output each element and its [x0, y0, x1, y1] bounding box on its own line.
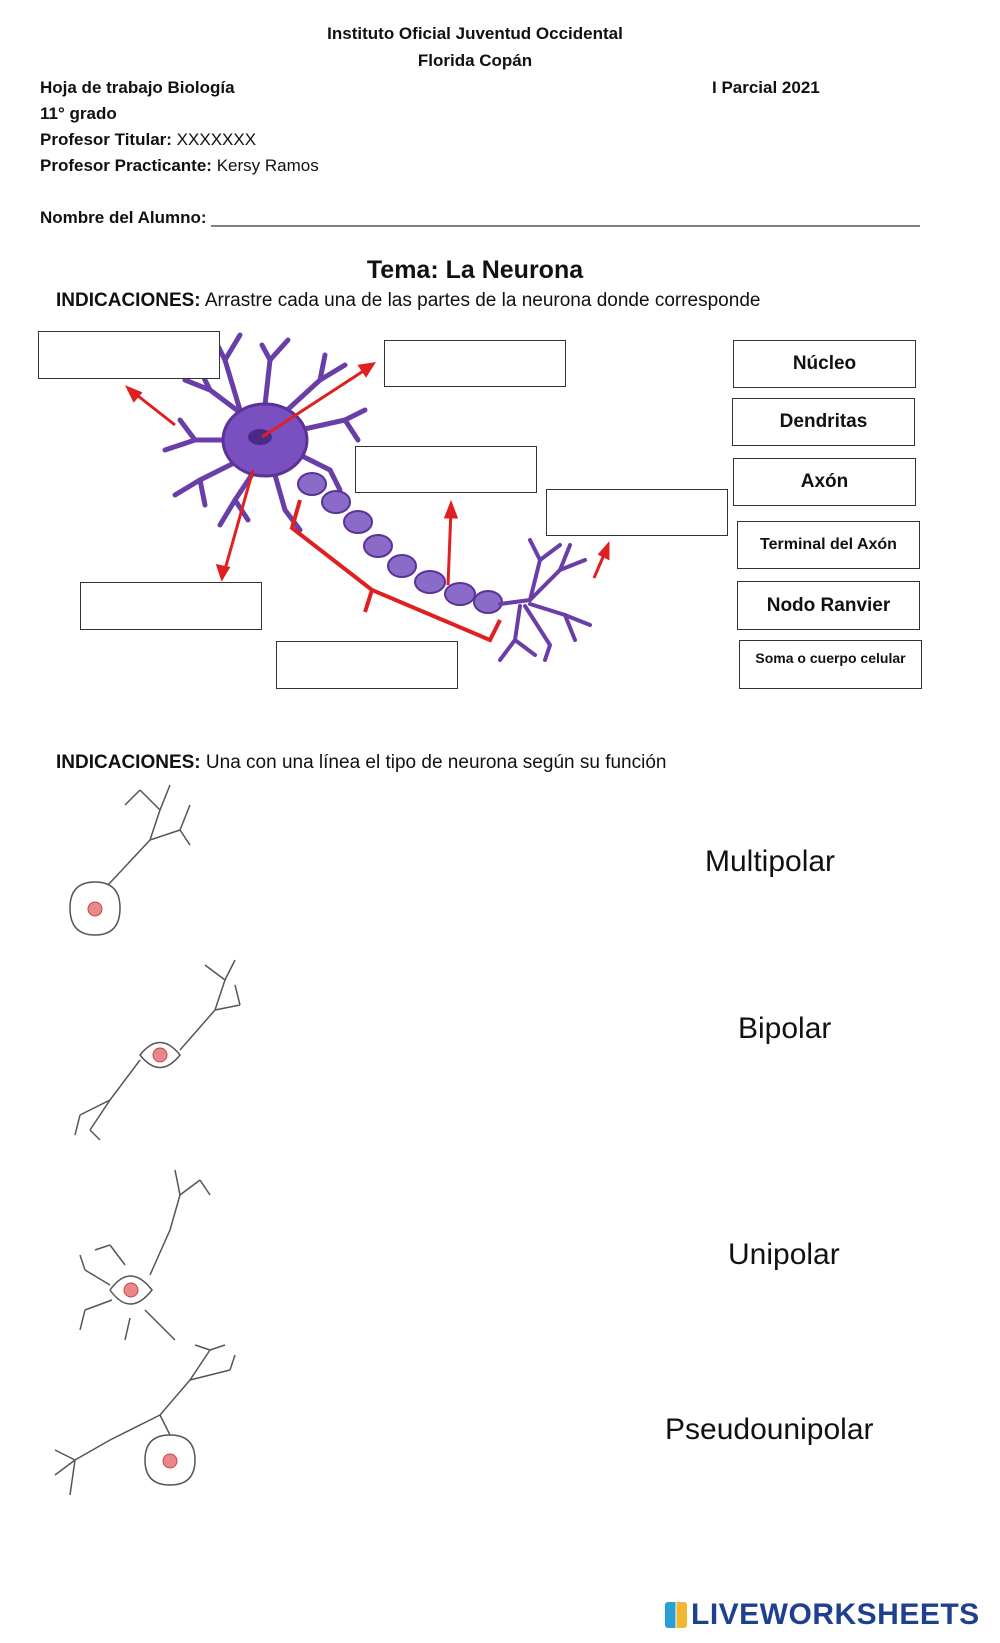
myelin-sheaths — [297, 472, 503, 614]
institute-name: Instituto Oficial Juventud Occidental — [327, 24, 623, 43]
instructions-1-text: Arrastre cada una de las partes de la ne… — [204, 290, 761, 311]
logo-grid-icon — [665, 1602, 687, 1628]
neuron-sketch-4 — [54, 1344, 236, 1496]
student-label: Nombre del Alumno: — [40, 208, 207, 227]
nucleus-dot-1 — [87, 901, 103, 917]
neuron-sketch-2 — [74, 959, 241, 1141]
type-multipolar[interactable]: Multipolar — [705, 845, 836, 878]
intern-value: Kersy Ramos — [216, 156, 319, 175]
student-blank[interactable]: ________________________________________… — [211, 208, 920, 227]
teacher-value: XXXXXXX — [176, 130, 257, 149]
nucleus-dot-4 — [162, 1453, 178, 1469]
option-nucleo[interactable]: Núcleo — [733, 340, 916, 388]
option-dendritas[interactable]: Dendritas — [732, 398, 915, 446]
option-axon[interactable]: Axón — [733, 458, 916, 506]
type-pseudounipolar[interactable]: Pseudounipolar — [665, 1413, 874, 1446]
logo-text: LIVEWORKSHEETS — [691, 1598, 980, 1631]
instructions-1: INDICACIONES: Arrastre cada una de las p… — [56, 290, 760, 312]
option-soma[interactable]: Soma o cuerpo celular — [739, 640, 922, 689]
red-arrows — [124, 362, 610, 586]
teacher-label: Profesor Titular: — [40, 130, 172, 149]
option-nodo-ranvier[interactable]: Nodo Ranvier — [737, 581, 920, 630]
intern-line: Profesor Practicante: Kersy Ramos — [40, 156, 319, 176]
type-unipolar[interactable]: Unipolar — [728, 1238, 840, 1271]
drop-box-3[interactable] — [355, 446, 537, 493]
option-terminal-axon[interactable]: Terminal del Axón — [737, 521, 920, 569]
term-label: I Parcial 2021 — [712, 78, 820, 97]
teacher-line: Profesor Titular: XXXXXXX — [40, 130, 256, 150]
liveworksheets-logo: LIVEWORKSHEETS — [665, 1595, 980, 1635]
instructions-1-label: INDICACIONES: — [56, 290, 201, 311]
city-name: Florida Copán — [417, 51, 533, 70]
student-name-line: Nombre del Alumno: _____________________… — [40, 208, 920, 228]
axon-terminals — [498, 538, 592, 662]
grade-label: 11° grado — [40, 104, 117, 123]
drop-box-5[interactable] — [80, 582, 262, 630]
drop-box-2[interactable] — [384, 340, 566, 387]
instructions-2-text: Una con una línea el tipo de neurona seg… — [205, 752, 667, 773]
drop-box-6[interactable] — [276, 641, 458, 689]
instructions-2-label: INDICACIONES: — [56, 752, 201, 773]
neuron-sketch-1 — [69, 784, 191, 936]
drop-box-4[interactable] — [546, 489, 728, 536]
instructions-2: INDICACIONES: Una con una línea el tipo … — [56, 752, 666, 774]
nucleus-dot-3 — [123, 1282, 139, 1298]
topic-title: Tema: La Neurona — [366, 256, 584, 284]
type-bipolar[interactable]: Bipolar — [738, 1012, 832, 1045]
drop-box-1[interactable] — [38, 331, 220, 379]
nucleus-dot-2 — [152, 1047, 168, 1063]
intern-label: Profesor Practicante: — [40, 156, 212, 175]
worksheet-title: Hoja de trabajo Biología — [40, 78, 235, 97]
red-bracket — [289, 499, 502, 643]
neuron-sketch-3 — [79, 1169, 211, 1341]
